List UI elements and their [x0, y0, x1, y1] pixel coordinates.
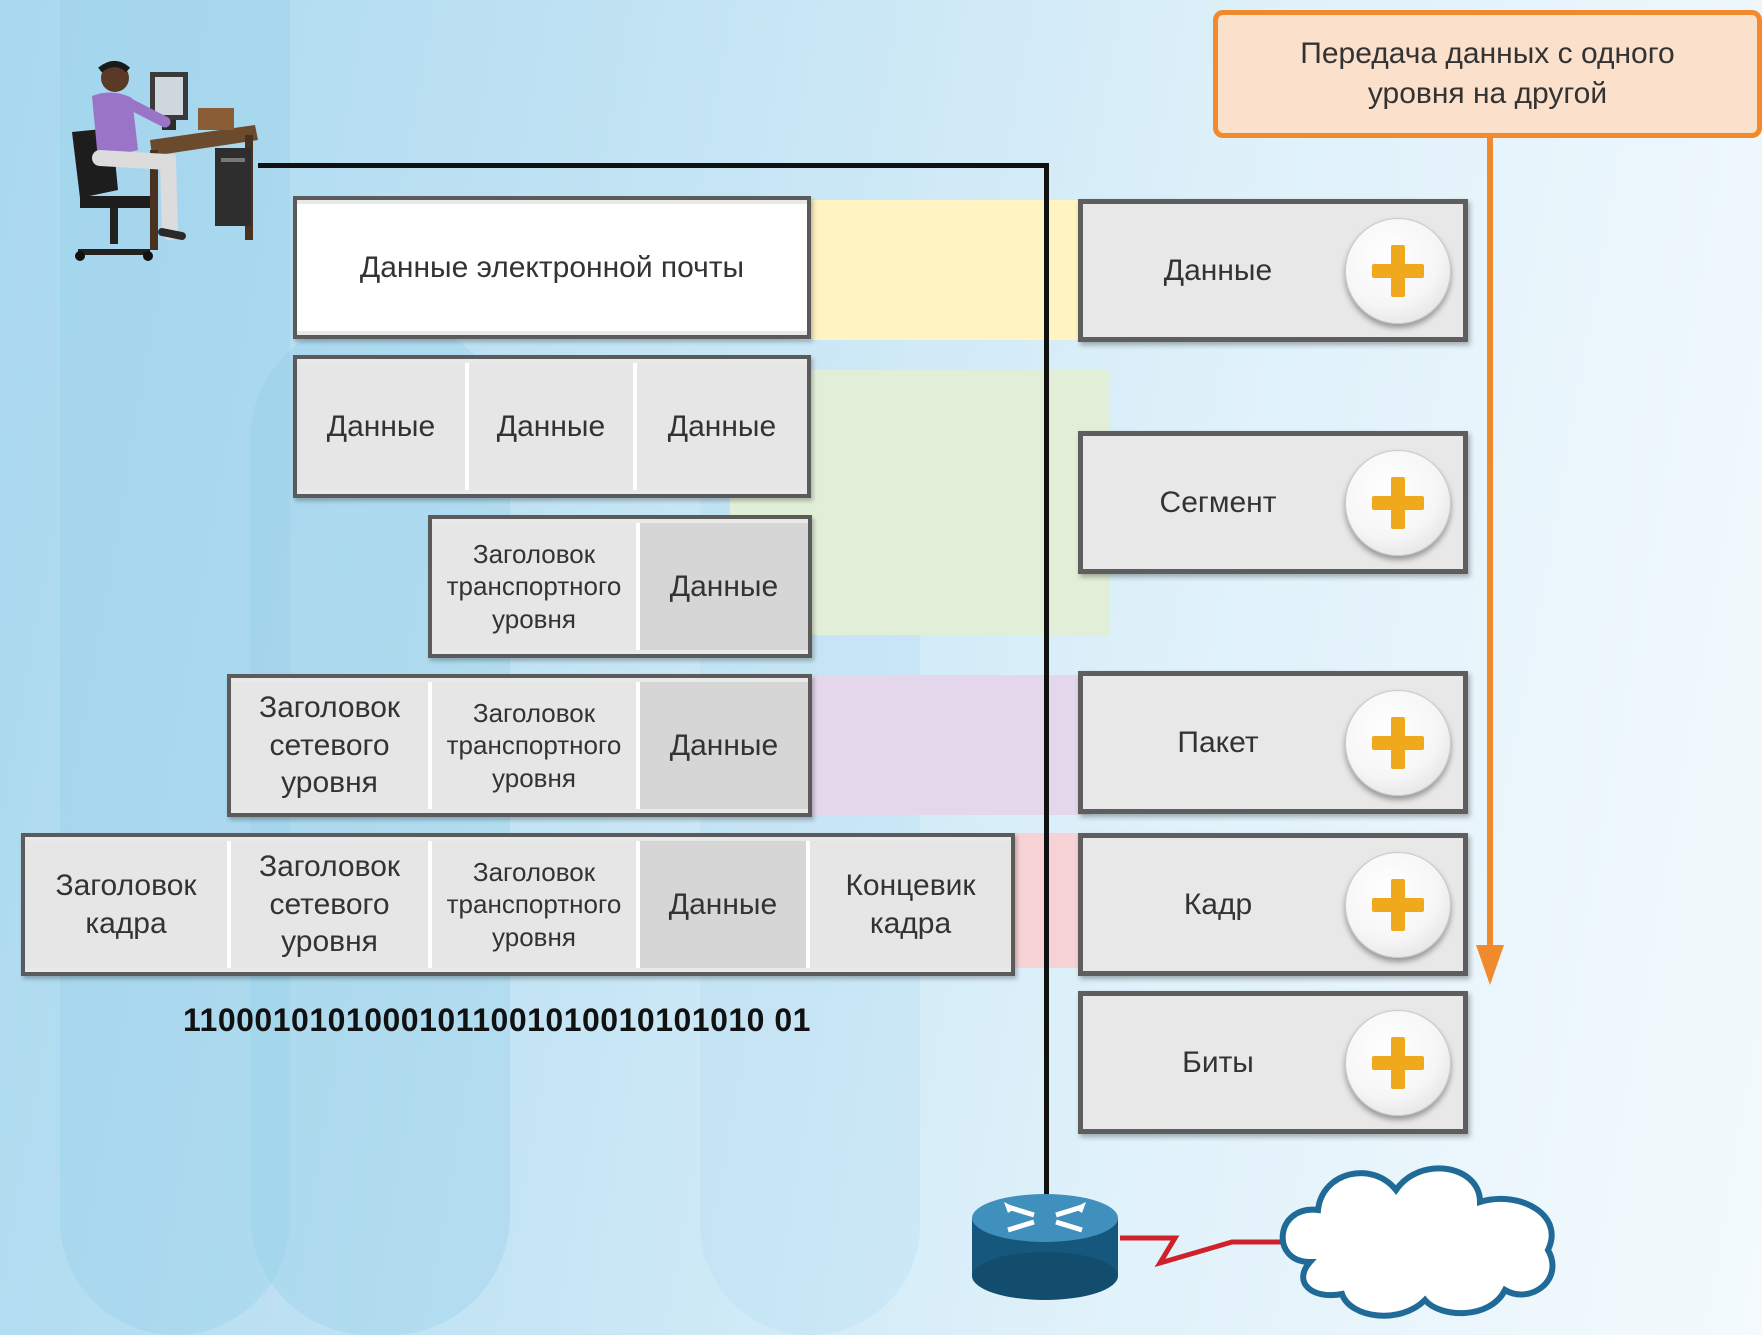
- frame-header-cell: Заголовок кадра: [25, 841, 231, 968]
- transport-header-cell: Заголовок транспортного уровня: [432, 841, 640, 968]
- frame-trailer-cell: Концевик кадра: [810, 841, 1011, 968]
- plus-icon-bar: [1372, 736, 1424, 750]
- network-header-cell: Заголовок сетевого уровня: [231, 682, 432, 809]
- pdu-label: Биты: [1182, 1045, 1254, 1079]
- expand-bits-button[interactable]: [1345, 1010, 1451, 1116]
- transport-header-cell: Заголовок транспортного уровня: [432, 523, 640, 650]
- email-data-block: Данные электронной почты: [293, 196, 811, 339]
- connection-line-horizontal: [258, 163, 1049, 168]
- pdu-data-panel: Данные: [1078, 199, 1468, 342]
- network-header-cell: Заголовок сетевого уровня: [231, 841, 432, 968]
- bit-stream: 11000101010001011001010010101010 01: [183, 1002, 811, 1038]
- data-cell: Данные: [640, 682, 808, 809]
- pdu-label: Пакет: [1177, 725, 1259, 759]
- data-cell: Данные: [297, 363, 469, 490]
- plus-icon-bar: [1372, 1056, 1424, 1070]
- plus-icon-bar: [1372, 898, 1424, 912]
- band-data: [800, 200, 1080, 340]
- expand-packet-button[interactable]: [1345, 690, 1451, 796]
- data-cell: Данные: [637, 363, 807, 490]
- data-cell: Данные: [640, 523, 808, 650]
- data-cell: Данные: [469, 363, 637, 490]
- pdu-frame-panel: Кадр: [1078, 833, 1468, 976]
- band-packet: [800, 675, 1090, 815]
- pdu-label: Кадр: [1183, 887, 1253, 921]
- data-segments-block: Данные Данные Данные: [293, 355, 811, 498]
- transport-header-cell: Заголовок транспортного уровня: [432, 682, 640, 809]
- plus-icon-bar: [1372, 496, 1424, 510]
- pdu-packet-panel: Пакет: [1078, 671, 1468, 814]
- data-cell: Данные: [640, 841, 810, 968]
- email-data-cell: Данные электронной почты: [297, 204, 807, 331]
- callout-text: Передача данных с одного уровня на друго…: [1300, 36, 1675, 111]
- callout-box: Передача данных с одного уровня на друго…: [1213, 10, 1762, 138]
- packet-block: Заголовок сетевого уровня Заголовок тран…: [227, 674, 812, 817]
- plus-icon-bar: [1372, 264, 1424, 278]
- expand-data-button[interactable]: [1345, 218, 1451, 324]
- expand-frame-button[interactable]: [1345, 852, 1451, 958]
- pdu-segment-panel: Сегмент: [1078, 431, 1468, 574]
- pdu-label: Данные: [1163, 253, 1273, 287]
- segment-block: Заголовок транспортного уровня Данные: [428, 515, 812, 658]
- frame-block: Заголовок кадра Заголовок сетевого уровн…: [21, 833, 1015, 976]
- expand-segment-button[interactable]: [1345, 450, 1451, 556]
- pdu-label: Сегмент: [1159, 485, 1277, 519]
- connection-line-vertical: [1044, 163, 1049, 1203]
- pdu-bits-panel: Биты: [1078, 991, 1468, 1134]
